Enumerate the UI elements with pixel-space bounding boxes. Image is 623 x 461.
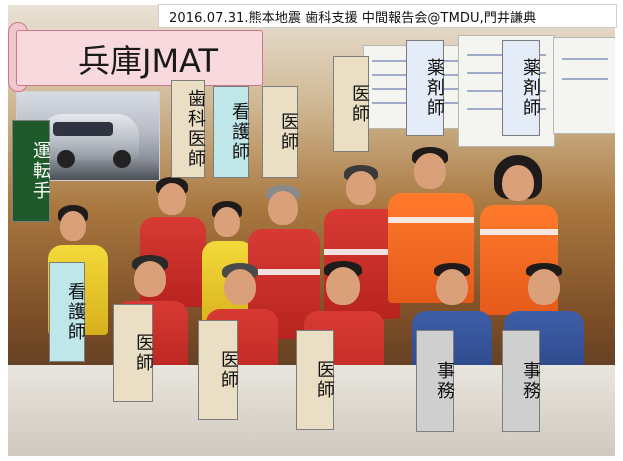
label-dentist: 歯科医師 [171, 80, 206, 178]
label-doctor-bottom-1: 医師 [113, 304, 154, 402]
banner-background [16, 30, 263, 86]
label-doctor-bottom-2: 医師 [198, 320, 239, 420]
label-nurse-bottom: 看護師 [49, 262, 86, 362]
label-driver: 運転手 [12, 120, 51, 222]
team-banner: 兵庫JMAT [8, 22, 273, 92]
label-doctor-bottom-3: 医師 [296, 330, 335, 430]
label-doctor-top-2: 医師 [333, 56, 370, 152]
slide-title-bar: 2016.07.31.熊本地震 歯科支援 中間報告会@TMDU,門井謙典 [158, 4, 617, 28]
label-pharmacist-2: 薬剤師 [502, 40, 541, 136]
whiteboard [553, 37, 615, 134]
banner-text: 兵庫JMAT [78, 42, 219, 80]
label-doctor-top-1: 医師 [262, 86, 299, 178]
label-office-1: 事務 [416, 330, 455, 432]
label-office-2: 事務 [502, 330, 541, 432]
label-pharmacist-1: 薬剤師 [406, 40, 445, 136]
slide-title: 2016.07.31.熊本地震 歯科支援 中間報告会@TMDU,門井謙典 [169, 11, 537, 26]
label-nurse-top: 看護師 [213, 86, 250, 178]
